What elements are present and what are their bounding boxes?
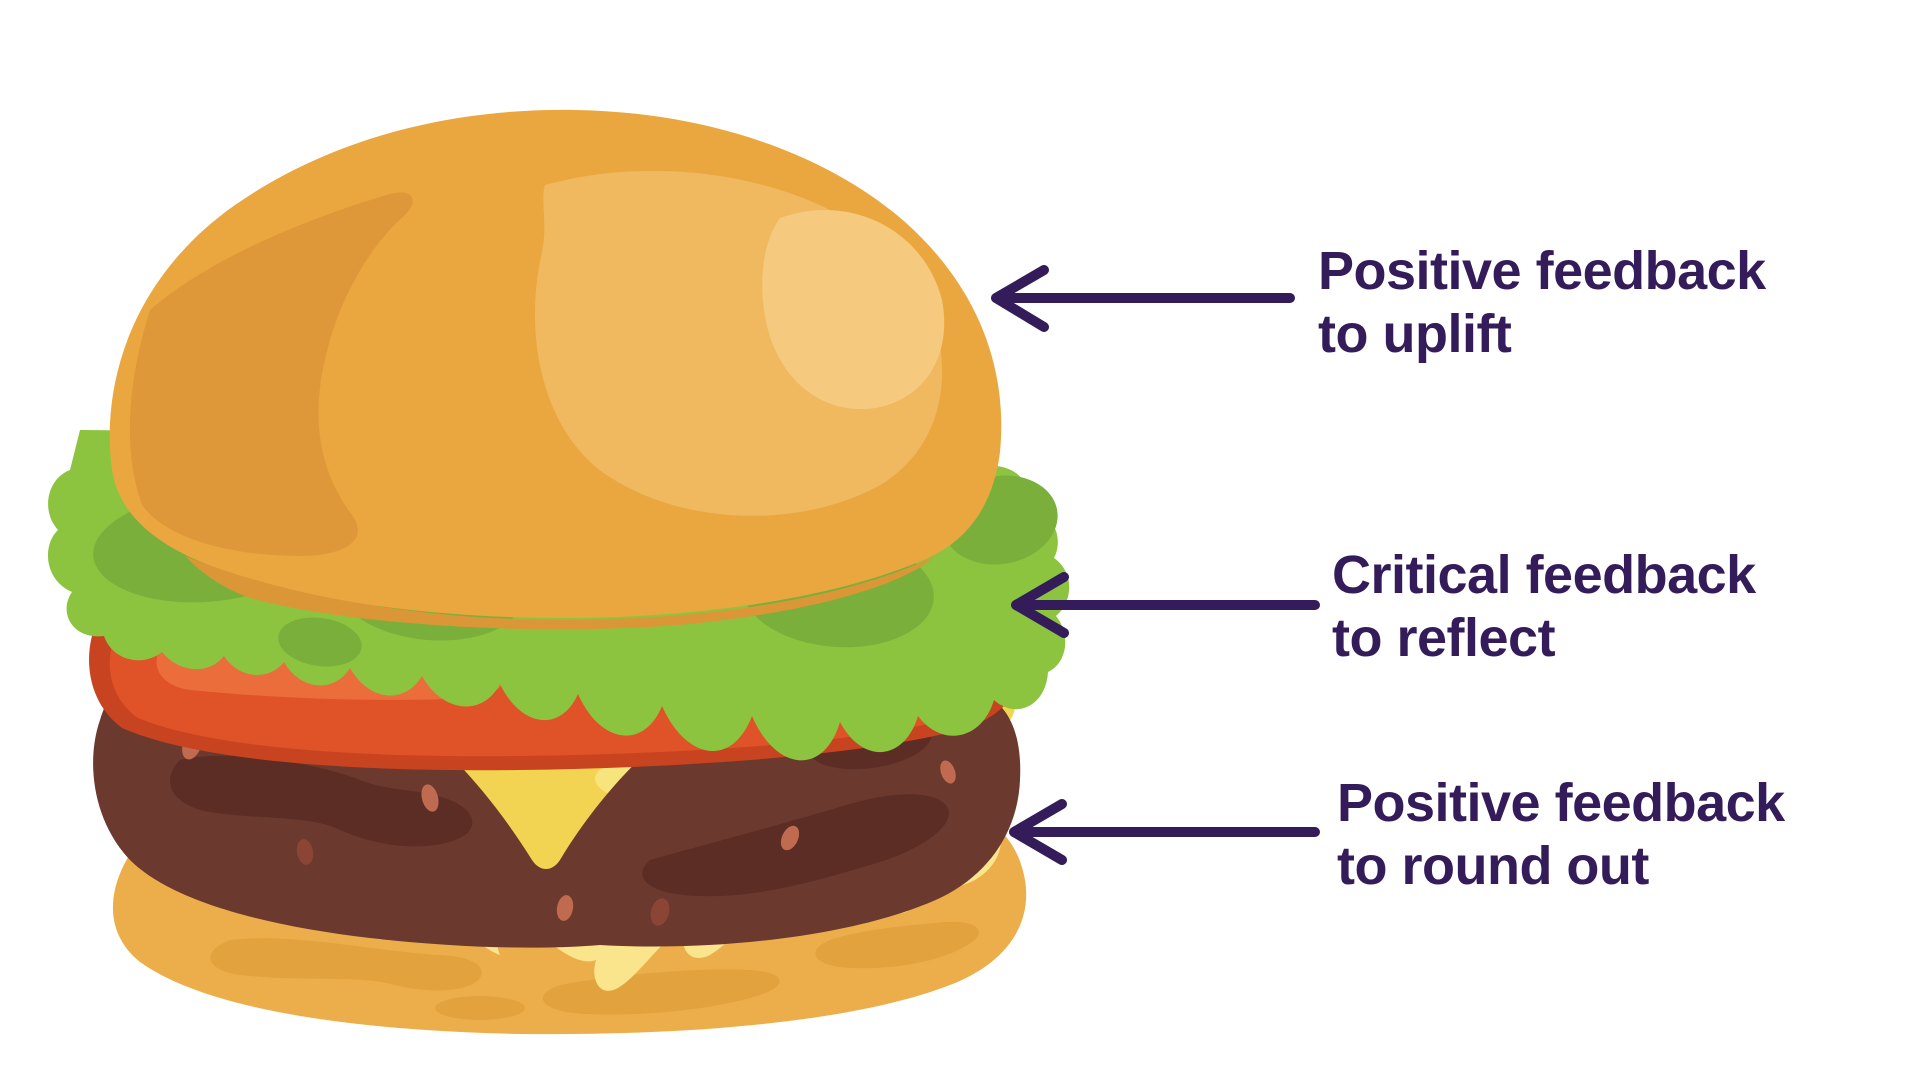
arrow-to-tomato-layer: [1011, 572, 1320, 638]
label-tomato-layer-line1: Critical feedback: [1332, 545, 1756, 605]
patty-speck: [650, 898, 670, 926]
arrow-to-top-bun: [991, 265, 1295, 332]
patty-speck: [421, 784, 439, 812]
top-bun-layer: [109, 109, 1002, 630]
label-top-bun: Positive feedback to uplift: [1318, 240, 1766, 366]
top-bun-shine: [762, 209, 945, 410]
patty-dark-blob: [170, 755, 473, 847]
arrow-to-bottom-bun: [1009, 799, 1320, 865]
label-tomato-layer-line2: to reflect: [1332, 608, 1556, 668]
annotation-arrows: [991, 265, 1320, 865]
lettuce-dark-patch: [278, 617, 362, 667]
patty-speck: [940, 760, 956, 784]
bottom-bun-texture-blob: [815, 921, 979, 969]
label-top-bun-line2: to uplift: [1318, 304, 1512, 364]
bottom-bun-texture-blob: [210, 938, 482, 991]
label-bottom-bun-line1: Positive feedback: [1337, 773, 1785, 833]
label-bottom-bun-line2: to round out: [1337, 836, 1649, 896]
patty-speck: [780, 825, 800, 851]
label-tomato-layer: Critical feedback to reflect: [1332, 544, 1756, 670]
bottom-bun-texture-blob: [435, 996, 525, 1020]
patty-speck: [296, 839, 314, 865]
patty-dark-blob: [642, 794, 949, 897]
label-top-bun-line1: Positive feedback: [1318, 241, 1766, 301]
top-bun-rim-shadow: [185, 556, 935, 630]
label-bottom-bun: Positive feedback to round out: [1337, 772, 1785, 898]
patty-speck: [556, 895, 574, 921]
top-bun-shadow-patch: [129, 192, 413, 556]
